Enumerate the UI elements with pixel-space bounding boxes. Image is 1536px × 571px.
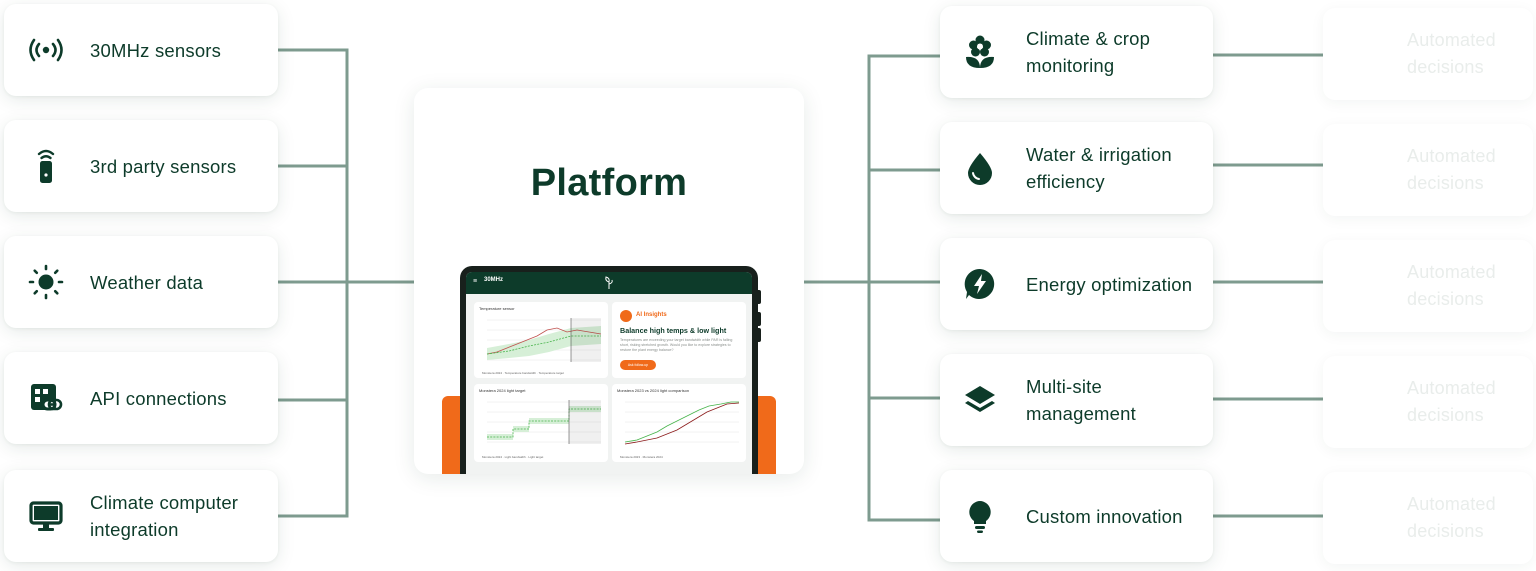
- menu-icon: ≡: [473, 278, 478, 285]
- decision-label: Automated decisions: [1407, 30, 1496, 77]
- ai-headline: Balance high temps & low light: [620, 326, 727, 335]
- decision-card: Automated decisions: [1323, 356, 1533, 448]
- input-card-weather-data: Weather data: [4, 236, 278, 328]
- decision-card: Automated decisions: [1323, 472, 1533, 564]
- dashboard-brand: 30MHz: [484, 277, 504, 283]
- decision-label: Automated decisions: [1407, 494, 1496, 541]
- tablet-mockup: ≡ 30MHz Temperature sensor Monstera 2024: [460, 266, 761, 474]
- input-card-climate-computer-integration: Climate computer integration: [4, 470, 278, 562]
- water-drop-icon: [962, 150, 998, 186]
- sun-icon: [28, 264, 64, 300]
- api-link-icon: [28, 380, 64, 416]
- output-card-climate-crop-monitoring: Climate & crop monitoring: [940, 6, 1213, 98]
- decision-card: Automated decisions: [1323, 240, 1533, 332]
- sprout-logo-icon: [604, 276, 614, 295]
- platform-card: Platform ≡ 30MHz Temperature sensor: [414, 88, 804, 474]
- output-card-multi-site-management: Multi-site management: [940, 354, 1213, 446]
- panel-title: Monstera 2023 vs 2024 light comparison: [617, 388, 690, 393]
- input-label: Climate computer integration: [90, 492, 239, 540]
- light-target-panel: Monstera 2024 light target Monstera 2024…: [474, 384, 608, 462]
- panel-title: Temperature sensor: [479, 306, 515, 311]
- platform-title: Platform: [530, 162, 688, 204]
- ai-insights-label: AI Insights: [636, 312, 667, 318]
- decision-label: Automated decisions: [1407, 146, 1496, 193]
- flower-icon: [962, 34, 998, 70]
- input-label: 3rd party sensors: [90, 155, 237, 177]
- light-target-chart: [487, 400, 601, 444]
- output-label: Custom innovation: [1026, 505, 1183, 527]
- output-label: Climate & crop monitoring: [1026, 28, 1151, 76]
- input-card-30mhz-sensors: 30MHz sensors: [4, 4, 278, 96]
- broadcast-icon: [28, 32, 64, 68]
- ai-insights-panel: AI Insights Balance high temps & low lig…: [612, 302, 746, 378]
- decision-card: Automated decisions: [1323, 8, 1533, 100]
- decision-label: Automated decisions: [1407, 262, 1496, 309]
- temperature-panel: Temperature sensor Monstera 2024 · Tempe…: [474, 302, 608, 378]
- ai-sparkle-icon: [620, 310, 632, 322]
- remote-sensor-icon: [28, 148, 64, 184]
- input-label: Weather data: [90, 271, 204, 293]
- dashboard-screen: ≡ 30MHz Temperature sensor Monstera 2024: [466, 272, 752, 474]
- lightbulb-icon: [962, 498, 998, 534]
- layers-icon: [962, 382, 998, 418]
- input-label: 30MHz sensors: [90, 39, 222, 61]
- input-label: API connections: [90, 387, 227, 409]
- input-card-3rd-party-sensors: 3rd party sensors: [4, 120, 278, 212]
- panel-legend: Monstera 2024 · Temperature bandwidth · …: [482, 371, 564, 375]
- decision-card: Automated decisions: [1323, 124, 1533, 216]
- ask-follow-up-button[interactable]: Ask follow-up: [620, 360, 656, 370]
- panel-title: Monstera 2024 light target: [479, 388, 526, 393]
- light-comparison-panel: Monstera 2023 vs 2024 light comparison M…: [612, 384, 746, 462]
- output-label: Water & irrigation efficiency: [1026, 144, 1172, 192]
- output-label: Multi-site management: [1026, 376, 1136, 424]
- output-card-energy-optimization: Energy optimization: [940, 238, 1213, 330]
- input-card-api-connections: API connections: [4, 352, 278, 444]
- light-comparison-chart: [624, 401, 740, 445]
- monitor-icon: [28, 498, 64, 534]
- energy-bolt-icon: [962, 266, 998, 302]
- output-label: Energy optimization: [1026, 273, 1193, 295]
- decision-label: Automated decisions: [1407, 378, 1496, 425]
- output-card-water-irrigation: Water & irrigation efficiency: [940, 122, 1213, 214]
- ai-body-text: Temperatures are exceeding your target b…: [620, 338, 733, 352]
- temperature-chart: [486, 318, 602, 362]
- dashboard-topbar: ≡ 30MHz: [466, 272, 752, 294]
- panel-legend: Monstera 2024 · Light bandwidth · Light …: [482, 455, 544, 459]
- output-card-custom-innovation: Custom innovation: [940, 470, 1213, 562]
- panel-legend: Monstera 2023 · Monstera 2024: [620, 455, 663, 459]
